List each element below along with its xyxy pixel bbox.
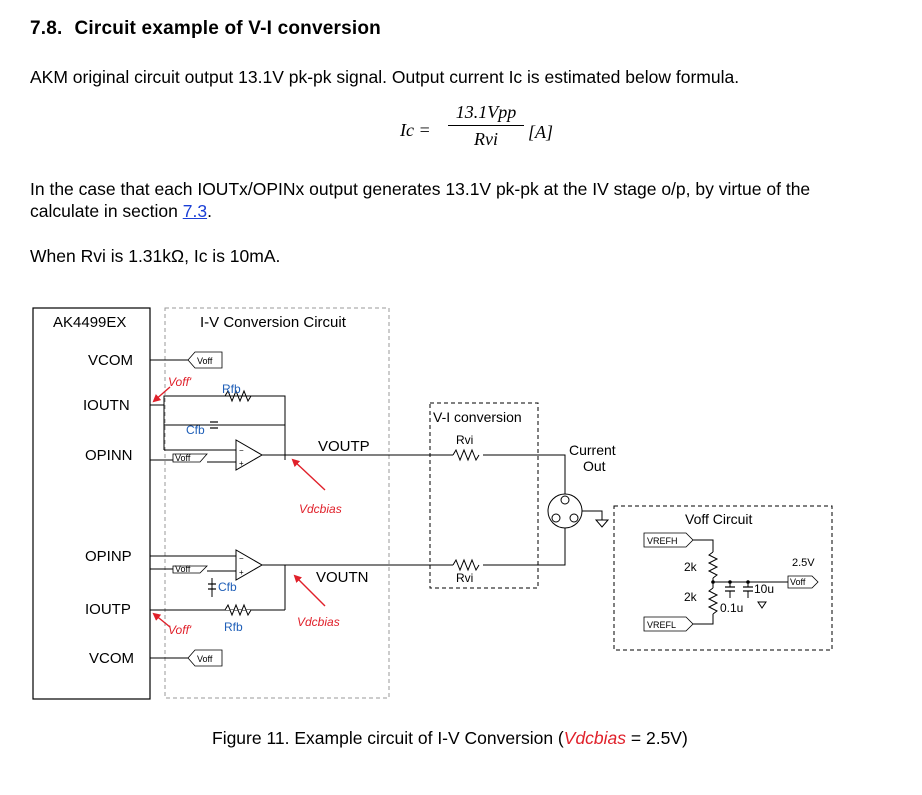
r2k-top-label: 2k	[684, 560, 698, 574]
pin-ioutn: IOUTN	[83, 397, 130, 414]
pin-vcom-bottom: VCOM	[89, 650, 134, 667]
paragraph-3: When Rvi is 1.31kΩ, Ic is 10mA.	[30, 246, 281, 266]
fraction-bar	[448, 125, 524, 126]
voff-tag-top	[187, 351, 223, 369]
formula-unit: [A]	[528, 122, 554, 142]
voff-opinp-label: Voff	[175, 564, 191, 574]
rvi-top-resistor	[452, 448, 480, 462]
paragraph-1: AKM original circuit output 13.1V pk-pk …	[30, 67, 740, 87]
section-7-3-link[interactable]: 7.3	[182, 201, 208, 221]
pin-ioutp: IOUTP	[85, 601, 131, 618]
opamp-top	[235, 439, 264, 471]
formula-lhs: Ic =	[400, 120, 431, 140]
voff-prime-bottom-label: Voff'	[168, 623, 192, 637]
chip-name: AK4499EX	[53, 314, 126, 331]
voff-tag-bottom-label: Voff	[197, 654, 213, 664]
r2k-bottom-resistor	[707, 587, 719, 615]
vdcbias-arrow-bottom	[293, 574, 326, 607]
vdcbias-top-label: Vdcbias	[299, 502, 342, 516]
ground-small-icon	[757, 601, 767, 609]
v25-label: 2.5V	[792, 557, 815, 569]
paragraph-2-suffix: .	[207, 201, 212, 221]
voutp-label: VOUTP	[318, 438, 370, 455]
ground-icon	[594, 519, 610, 528]
cfb-bottom-label: Cfb	[218, 580, 237, 594]
paragraph-2-line-2: calculate in section 7.3.	[30, 200, 810, 222]
current-out-label-2: Out	[583, 458, 606, 474]
c10u-label: 10u	[754, 582, 774, 596]
voff-opinn-tag	[172, 453, 208, 463]
vrefl-label: VREFL	[647, 620, 676, 630]
voff-prime-bottom-arrow	[152, 612, 171, 628]
voff-opinp-tag	[172, 565, 208, 574]
vrefl-tag	[643, 616, 694, 632]
chip-box	[32, 307, 151, 700]
paragraph-2-prefix: calculate in section	[30, 201, 183, 221]
svg-text:−: −	[239, 554, 244, 563]
caption-emph: Vdcbias	[563, 728, 627, 748]
svg-text:+: +	[239, 568, 244, 577]
vi-title: V-I conversion	[433, 409, 522, 425]
vi-frame	[429, 402, 539, 589]
svg-text:+: +	[239, 459, 244, 468]
rfb-top-label: Rfb	[222, 382, 241, 396]
rvi-bottom-resistor	[452, 558, 480, 572]
voff-out-label: Voff	[790, 577, 806, 587]
voff-out-tag	[787, 575, 819, 589]
voutn-label: VOUTN	[316, 569, 369, 586]
cfb-top-label: Cfb	[186, 423, 205, 437]
rfb-bottom-label: Rfb	[224, 620, 243, 634]
formula-fraction: 13.1Vpp Rvi	[448, 102, 524, 150]
r2k-top-resistor	[707, 551, 719, 579]
voff-circuit-title: Voff Circuit	[685, 511, 753, 527]
svg-text:−: −	[239, 446, 244, 455]
pin-opinn: OPINN	[85, 447, 133, 464]
section-title: Circuit example of V-I conversion	[74, 18, 381, 39]
paragraph-2-line-1: In the case that each IOUTx/OPINx output…	[30, 179, 811, 199]
vrefh-tag	[643, 532, 694, 548]
voff-prime-top-label: Voff'	[168, 375, 192, 389]
caption-suffix: = 2.5V)	[626, 728, 688, 748]
voff-prime-top-arrow	[152, 386, 171, 403]
voff-circuit-frame	[613, 505, 833, 651]
voff-opinn-label: Voff	[175, 453, 191, 463]
rfb-bottom-resistor	[224, 603, 252, 617]
vdcbias-arrow-top	[291, 458, 326, 491]
rvi-top-label: Rvi	[456, 433, 473, 447]
formula-numerator: 13.1Vpp	[455, 102, 517, 122]
pin-opinp: OPINP	[85, 548, 132, 565]
caption-prefix: Figure 11. Example circuit of I-V Conver…	[212, 728, 564, 748]
opamp-bottom	[235, 549, 264, 581]
paragraph-2: In the case that each IOUTx/OPINx output…	[30, 178, 810, 222]
r2k-bottom-label: 2k	[684, 590, 698, 604]
vrefh-label: VREFH	[647, 536, 678, 546]
iv-frame	[164, 307, 390, 699]
current-out-label-1: Current	[569, 442, 616, 458]
iv-title: I-V Conversion Circuit	[200, 314, 347, 331]
c01u-label: 0.1u	[720, 601, 743, 615]
vdcbias-bottom-label: Vdcbias	[297, 615, 340, 629]
formula-denominator: Rvi	[474, 129, 498, 149]
rfb-top-resistor	[224, 389, 252, 403]
rvi-bottom-label: Rvi	[456, 571, 473, 585]
section-number: 7.8.	[30, 18, 63, 39]
iv-conversion-schematic: AK4499EX VCOM IOUTN OPINN OPINP IOUTP VC…	[32, 307, 833, 700]
figure-caption: Figure 11. Example circuit of I-V Conver…	[212, 728, 688, 749]
section-heading: 7.8. Circuit example of V-I conversion	[30, 18, 381, 40]
voff-tag-bottom	[187, 649, 223, 667]
voff-tag-top-label: Voff	[197, 356, 213, 366]
pin-vcom-top: VCOM	[88, 352, 133, 369]
